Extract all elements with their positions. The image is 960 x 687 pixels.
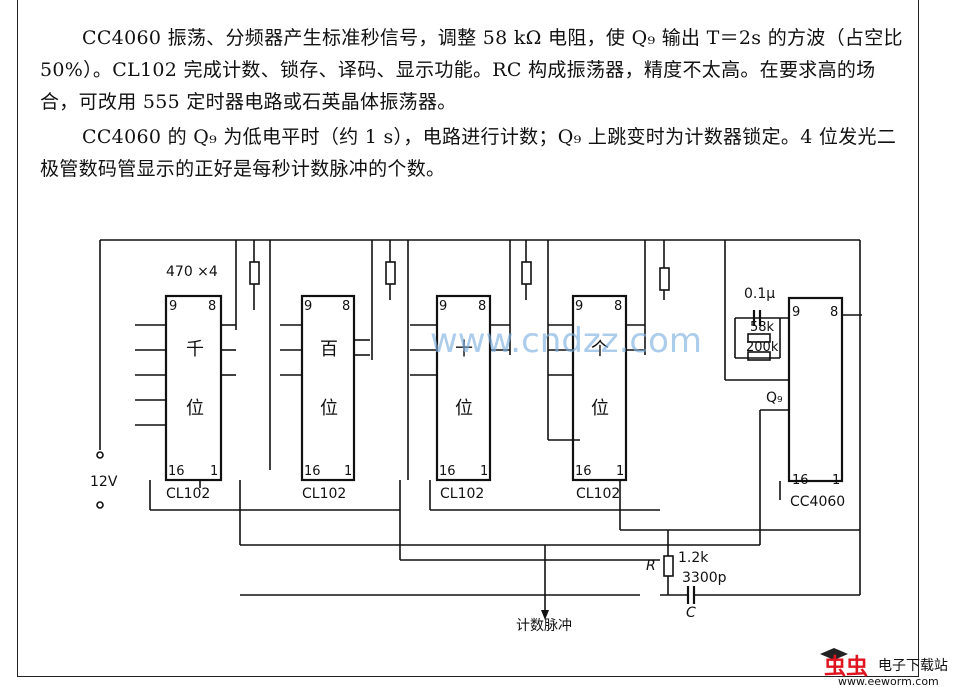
chip-2-digit-bottom: 位 xyxy=(320,398,338,419)
paragraph-2-text: CC4060 的 Q₉ 为低电平时（约 1 s），电路进行计数；Q₉ 上跳变时为… xyxy=(40,126,897,180)
chip-tens-body xyxy=(435,294,492,482)
chip-2-pin-16: 16 xyxy=(304,464,321,479)
chip-1-pin-1: 1 xyxy=(210,464,218,479)
chip-hundreds-body xyxy=(300,294,356,482)
mortarboard-icon xyxy=(820,648,848,660)
chip-2-digit-top: 百 xyxy=(320,339,338,360)
resistor-ones xyxy=(659,267,670,291)
power-label: 12V xyxy=(90,474,118,490)
chip-4-digit-bottom: 位 xyxy=(591,398,609,419)
brand-name: 虫虫 xyxy=(824,654,868,680)
description-paragraph-1: CC4060 振荡、分频器产生标准秒信号，调整 58 kΩ 电阻，使 Q₉ 输出… xyxy=(40,22,910,118)
chip-3-name: CL102 xyxy=(440,486,484,502)
chip-3-pin-1: 1 xyxy=(480,464,488,479)
chip-cc4060-body xyxy=(787,296,844,483)
brand-url: www.eeworm.com xyxy=(838,675,939,687)
chip-1-pin-9: 9 xyxy=(169,299,177,314)
resistor-thousands xyxy=(249,261,260,285)
chip-3-pin-9: 9 xyxy=(439,299,447,314)
chip-thousands xyxy=(135,240,400,511)
chip-1-digit-bottom: 位 xyxy=(186,398,204,419)
brand-logo: 虫虫 电子下载站 www.eeworm.com xyxy=(812,640,960,687)
res-58k-label: 58k xyxy=(750,320,775,335)
chip-tens xyxy=(407,240,511,482)
chip-ones xyxy=(547,240,646,482)
cc4060-name: CC4060 xyxy=(790,494,845,510)
c-value: 3300p xyxy=(682,570,727,586)
paragraph-1-text: CC4060 振荡、分频器产生标准秒信号，调整 58 kΩ 电阻，使 Q₉ 输出… xyxy=(40,27,903,113)
chip-3-digit-bottom: 位 xyxy=(455,398,473,419)
chip-4-pin-16: 16 xyxy=(575,464,592,479)
chip-1-pin-16: 16 xyxy=(168,464,185,479)
cap-osc-label: 0.1μ xyxy=(744,286,775,302)
resistor-array-label: 470 ×4 xyxy=(166,264,218,280)
r-symbol: R xyxy=(646,558,656,574)
chip-4-name: CL102 xyxy=(576,486,620,502)
cc4060-q9-label: Q₉ xyxy=(766,390,783,406)
description-paragraph-2: CC4060 的 Q₉ 为低电平时（约 1 s），电路进行计数；Q₉ 上跳变时为… xyxy=(40,121,910,185)
r-value: 1.2k xyxy=(678,550,709,566)
chip-2-name: CL102 xyxy=(302,486,346,502)
chip-4-pin-9: 9 xyxy=(575,299,583,314)
chip-1-digit-top: 千 xyxy=(186,339,204,360)
resistor-tens xyxy=(521,261,532,285)
cc4060-pin-8: 8 xyxy=(830,305,838,320)
brand-suffix: 电子下载站 xyxy=(878,658,948,674)
watermark: www.cndzz.com xyxy=(430,321,702,361)
resistor-58k xyxy=(747,333,771,343)
chip-2-pin-1: 1 xyxy=(344,464,352,479)
power-terminal-minus[interactable] xyxy=(96,501,104,509)
chip-3-pin-16: 16 xyxy=(439,464,456,479)
count-pulse-label: 计数脉冲 xyxy=(516,618,572,634)
res-200k-label: 200k xyxy=(746,340,779,355)
resistor-hundreds xyxy=(385,261,396,285)
c-symbol: C xyxy=(686,605,696,621)
figure-frame xyxy=(17,0,919,677)
chip-hundreds xyxy=(269,240,373,482)
cc4060-pin-16: 16 xyxy=(792,473,809,488)
chip-1-pin-8: 8 xyxy=(208,299,216,314)
chip-3-digit-top: 十 xyxy=(455,339,473,360)
chip-4-digit-top: 个 xyxy=(591,339,609,360)
resistor-r xyxy=(663,555,674,577)
chip-1-name: CL102 xyxy=(166,486,210,502)
count-input-arrow xyxy=(541,610,549,620)
chip-4-pin-1: 1 xyxy=(616,464,624,479)
chip-3-pin-8: 8 xyxy=(478,299,486,314)
chip-thousands-body xyxy=(164,294,223,482)
chip-2-pin-8: 8 xyxy=(342,299,350,314)
chip-2-pin-9: 9 xyxy=(304,299,312,314)
resistor-200k xyxy=(747,351,771,361)
chip-4-pin-8: 8 xyxy=(614,299,622,314)
cc4060-pin-1: 1 xyxy=(832,473,840,488)
chip-ones-body xyxy=(571,294,628,482)
power-terminal-plus[interactable] xyxy=(96,451,104,459)
cc4060-pin-9: 9 xyxy=(792,305,800,320)
